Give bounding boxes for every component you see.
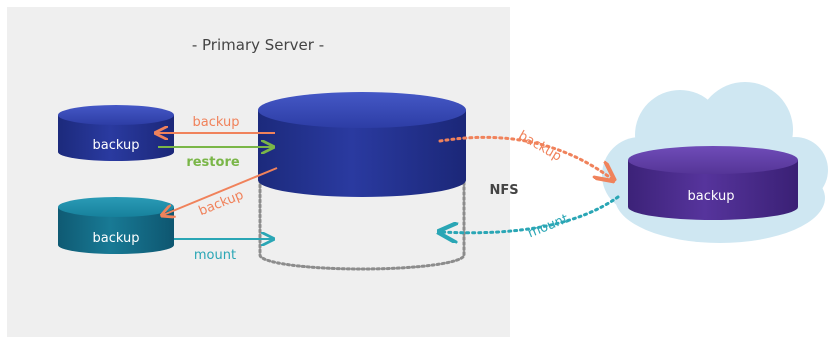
backup-arrow-cloud-label: backup xyxy=(516,128,564,164)
backup-arrow-cloud xyxy=(438,135,612,179)
backup-disk-top-left-label: backup xyxy=(93,138,140,153)
restore-arrow-label: restore xyxy=(186,155,240,170)
backup-disk-bottom-left: backup xyxy=(58,197,174,254)
backup-arrow-top-label: backup xyxy=(193,115,240,130)
backup-disk-cloud: backup xyxy=(628,146,798,220)
nfs-label: NFS xyxy=(489,183,518,198)
primary-server-title: - Primary Server - xyxy=(192,36,324,54)
backup-arrow-middle xyxy=(163,167,278,215)
nfs-mount-ghost-disk xyxy=(258,178,466,271)
mount-arrow-cloud xyxy=(441,195,620,233)
primary-disk xyxy=(258,92,466,197)
mount-arrow-left-label: mount xyxy=(194,248,236,263)
mount-arrow-cloud-label: mount xyxy=(526,212,571,242)
backup-disk-cloud-label: backup xyxy=(688,189,735,204)
backup-disk-top-left: backup xyxy=(58,105,174,161)
backup-disk-bottom-left-label: backup xyxy=(93,231,140,246)
